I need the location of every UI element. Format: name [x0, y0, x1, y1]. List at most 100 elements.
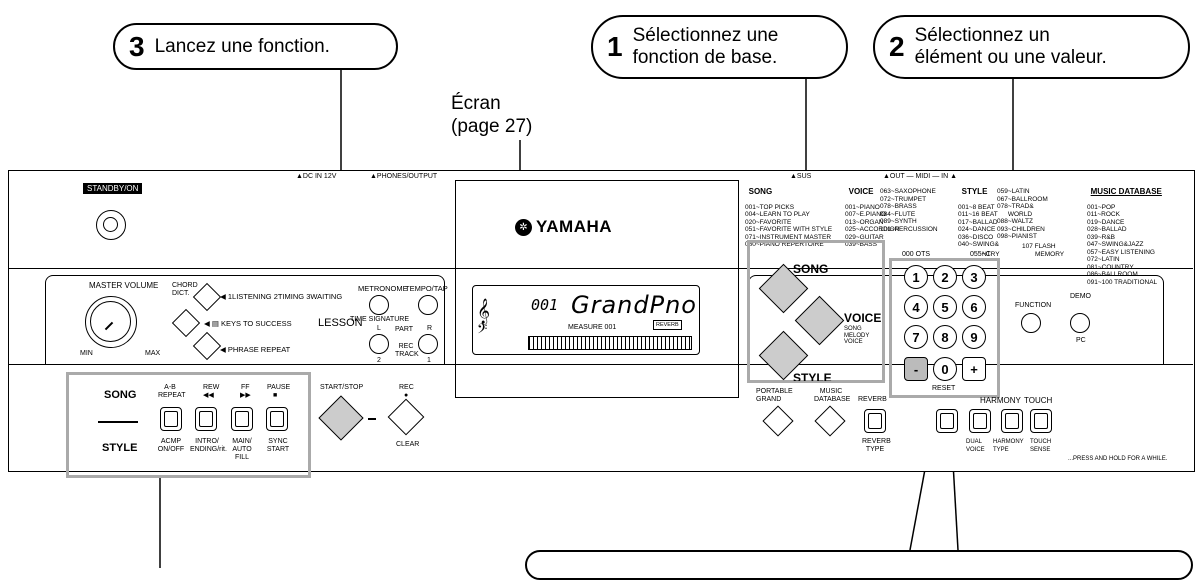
- middle-band: [8, 268, 1193, 365]
- song-list-items: 001~TOP PICKS 004~LEARN TO PLAY 020~FAVO…: [745, 203, 833, 249]
- num-key-2[interactable]: 2: [933, 265, 957, 289]
- listening-label: ◀ 1LISTENING 2TIMING 3WAITING: [220, 292, 343, 301]
- callout-step-1: 1 Sélectionnez une fonction de base.: [591, 15, 848, 79]
- main-autofill-button[interactable]: [231, 407, 253, 431]
- lcd-number: 001: [531, 296, 559, 314]
- style-mode-label: STYLE: [102, 442, 138, 454]
- minus-key[interactable]: -: [904, 357, 928, 381]
- tempo-tap-label: TEMPO/TAP: [405, 284, 448, 293]
- rec-label: REC: [399, 384, 414, 391]
- rec-dot-icon: ●: [404, 392, 409, 399]
- sync-start-button[interactable]: [266, 407, 288, 431]
- lcd-display: 𝄞 𝄢 001 GrandPno REVERB MEASURE 001: [472, 285, 700, 355]
- screen-label-line1: Écran: [451, 93, 501, 114]
- demo-button[interactable]: [1070, 313, 1090, 333]
- press-hold-label: ...PRESS AND HOLD FOR A WHILE.: [1068, 456, 1168, 462]
- demo-label: DEMO: [1070, 293, 1091, 300]
- numpad-frame: [889, 258, 1000, 398]
- flash-label: 107 FLASH: [1022, 243, 1056, 250]
- volume-min-label: MIN: [80, 350, 93, 357]
- num-key-3[interactable]: 3: [962, 265, 986, 289]
- part-l-label: L: [377, 325, 381, 332]
- mdb-list: MUSIC DATABASE 001~POP 011~ROCK 019~DANC…: [1087, 180, 1162, 294]
- mode-divider: [98, 421, 138, 423]
- part-r-button[interactable]: [418, 334, 438, 354]
- rew-label: REW: [203, 384, 220, 391]
- harmony-button[interactable]: [1001, 409, 1023, 433]
- tempo-tap-button[interactable]: [418, 295, 438, 315]
- num-key-9[interactable]: 9: [962, 325, 986, 349]
- metronome-label: METRONOME: [358, 284, 408, 293]
- num-key-7[interactable]: 7: [904, 325, 928, 349]
- callout-step-2: 2 Sélectionnez un élément ou une valeur.: [873, 15, 1190, 79]
- intro-ending-button[interactable]: [195, 407, 217, 431]
- start-stop-label: START/STOP: [320, 384, 364, 391]
- lcd-bezel: [455, 180, 739, 398]
- split-button[interactable]: [936, 409, 958, 433]
- touch-button[interactable]: [1030, 409, 1052, 433]
- num-key-5[interactable]: 5: [933, 295, 957, 319]
- num-key-1[interactable]: 1: [904, 265, 928, 289]
- brand-logo: ✲ YAMAHA: [515, 217, 612, 237]
- part-label: PART: [395, 326, 414, 333]
- style-list-items: 001~8 BEAT 011~16 BEAT 017~BALLAD 024~DA…: [958, 203, 1000, 249]
- ff-icon: ▶▶: [240, 392, 251, 399]
- mdb-list-items: 001~POP 011~ROCK 019~DANCE 028~BALLAD 03…: [1087, 203, 1158, 286]
- touch-sense-label: TOUCH SENSE: [1030, 439, 1052, 453]
- part-r-label: R: [427, 325, 433, 332]
- touch-label: TOUCH: [1024, 396, 1053, 405]
- phones-label: ▲PHONES/OUTPUT: [370, 173, 438, 180]
- screen-label: Écran (page 27): [451, 92, 532, 138]
- part-l-button[interactable]: [369, 334, 389, 354]
- acmp-button[interactable]: [160, 407, 182, 431]
- callout-step-3: 3 Lancez une fonction.: [113, 23, 398, 70]
- sus-label: ▲SUS: [790, 173, 812, 180]
- function-label: FUNCTION: [1015, 302, 1052, 309]
- volume-max-label: MAX: [145, 350, 161, 357]
- rec-dash: [368, 418, 376, 420]
- acmp-label: ACMP ON/OFF: [157, 438, 185, 453]
- clear-label: CLEAR: [396, 441, 420, 448]
- sync-label: SYNC START: [266, 438, 290, 453]
- standby-button[interactable]: [96, 210, 126, 240]
- track-1-label: 1: [427, 357, 431, 364]
- track-2-label: 2: [377, 357, 381, 364]
- reverb-type-label: REVERB TYPE: [862, 438, 891, 453]
- num-key-8[interactable]: 8: [933, 325, 957, 349]
- step-text-line2: fonction de base.: [632, 47, 778, 68]
- num-key-0[interactable]: 0: [933, 357, 957, 381]
- mode-select-frame: [747, 240, 885, 383]
- step-number: 1: [607, 31, 623, 62]
- treble-clef-icon: 𝄞: [477, 298, 491, 323]
- dual-button[interactable]: [969, 409, 991, 433]
- harmony-type-label: HARMONY TYPE: [993, 439, 1024, 453]
- step-text-line2: élément ou une valeur.: [914, 47, 1107, 68]
- music-database-label: MUSIC DATABASE: [814, 388, 851, 403]
- plus-key[interactable]: +: [962, 357, 986, 381]
- dc-in-label: ▲DC IN 12V: [296, 173, 337, 180]
- ff-label: FF: [241, 384, 250, 391]
- phrase-repeat-label: ◀ PHRASE REPEAT: [220, 345, 291, 354]
- pause-icon: ■: [273, 392, 278, 399]
- rew-icon: ◀◀: [203, 392, 214, 399]
- pc-label: PC: [1076, 337, 1086, 344]
- reverb-button[interactable]: [864, 409, 886, 433]
- song-melody-label: SONG MELODY VOICE: [844, 326, 870, 345]
- metronome-button[interactable]: [369, 295, 389, 315]
- master-volume-knob[interactable]: [85, 296, 137, 348]
- out-midi-label: ▲OUT — MIDI — IN ▲: [883, 173, 958, 180]
- main-label: MAIN/ AUTO FILL: [232, 438, 252, 461]
- num-key-6[interactable]: 6: [962, 295, 986, 319]
- song-mode-label: SONG: [104, 389, 137, 401]
- country-label: NTRY: [982, 251, 1000, 258]
- step-number: 2: [889, 31, 905, 62]
- ots-label: 000 OTS: [902, 251, 931, 258]
- chord-dict-label: CHORD DICT.: [172, 282, 198, 297]
- standby-label: STANDBY/ON: [83, 183, 143, 194]
- function-button[interactable]: [1021, 313, 1041, 333]
- step-text-line1: Sélectionnez une: [632, 25, 779, 46]
- rec-track-label: REC TRACK: [395, 343, 419, 358]
- num-key-4[interactable]: 4: [904, 295, 928, 319]
- lesson-section: [45, 275, 445, 365]
- song-btn-label: SONG: [793, 262, 829, 276]
